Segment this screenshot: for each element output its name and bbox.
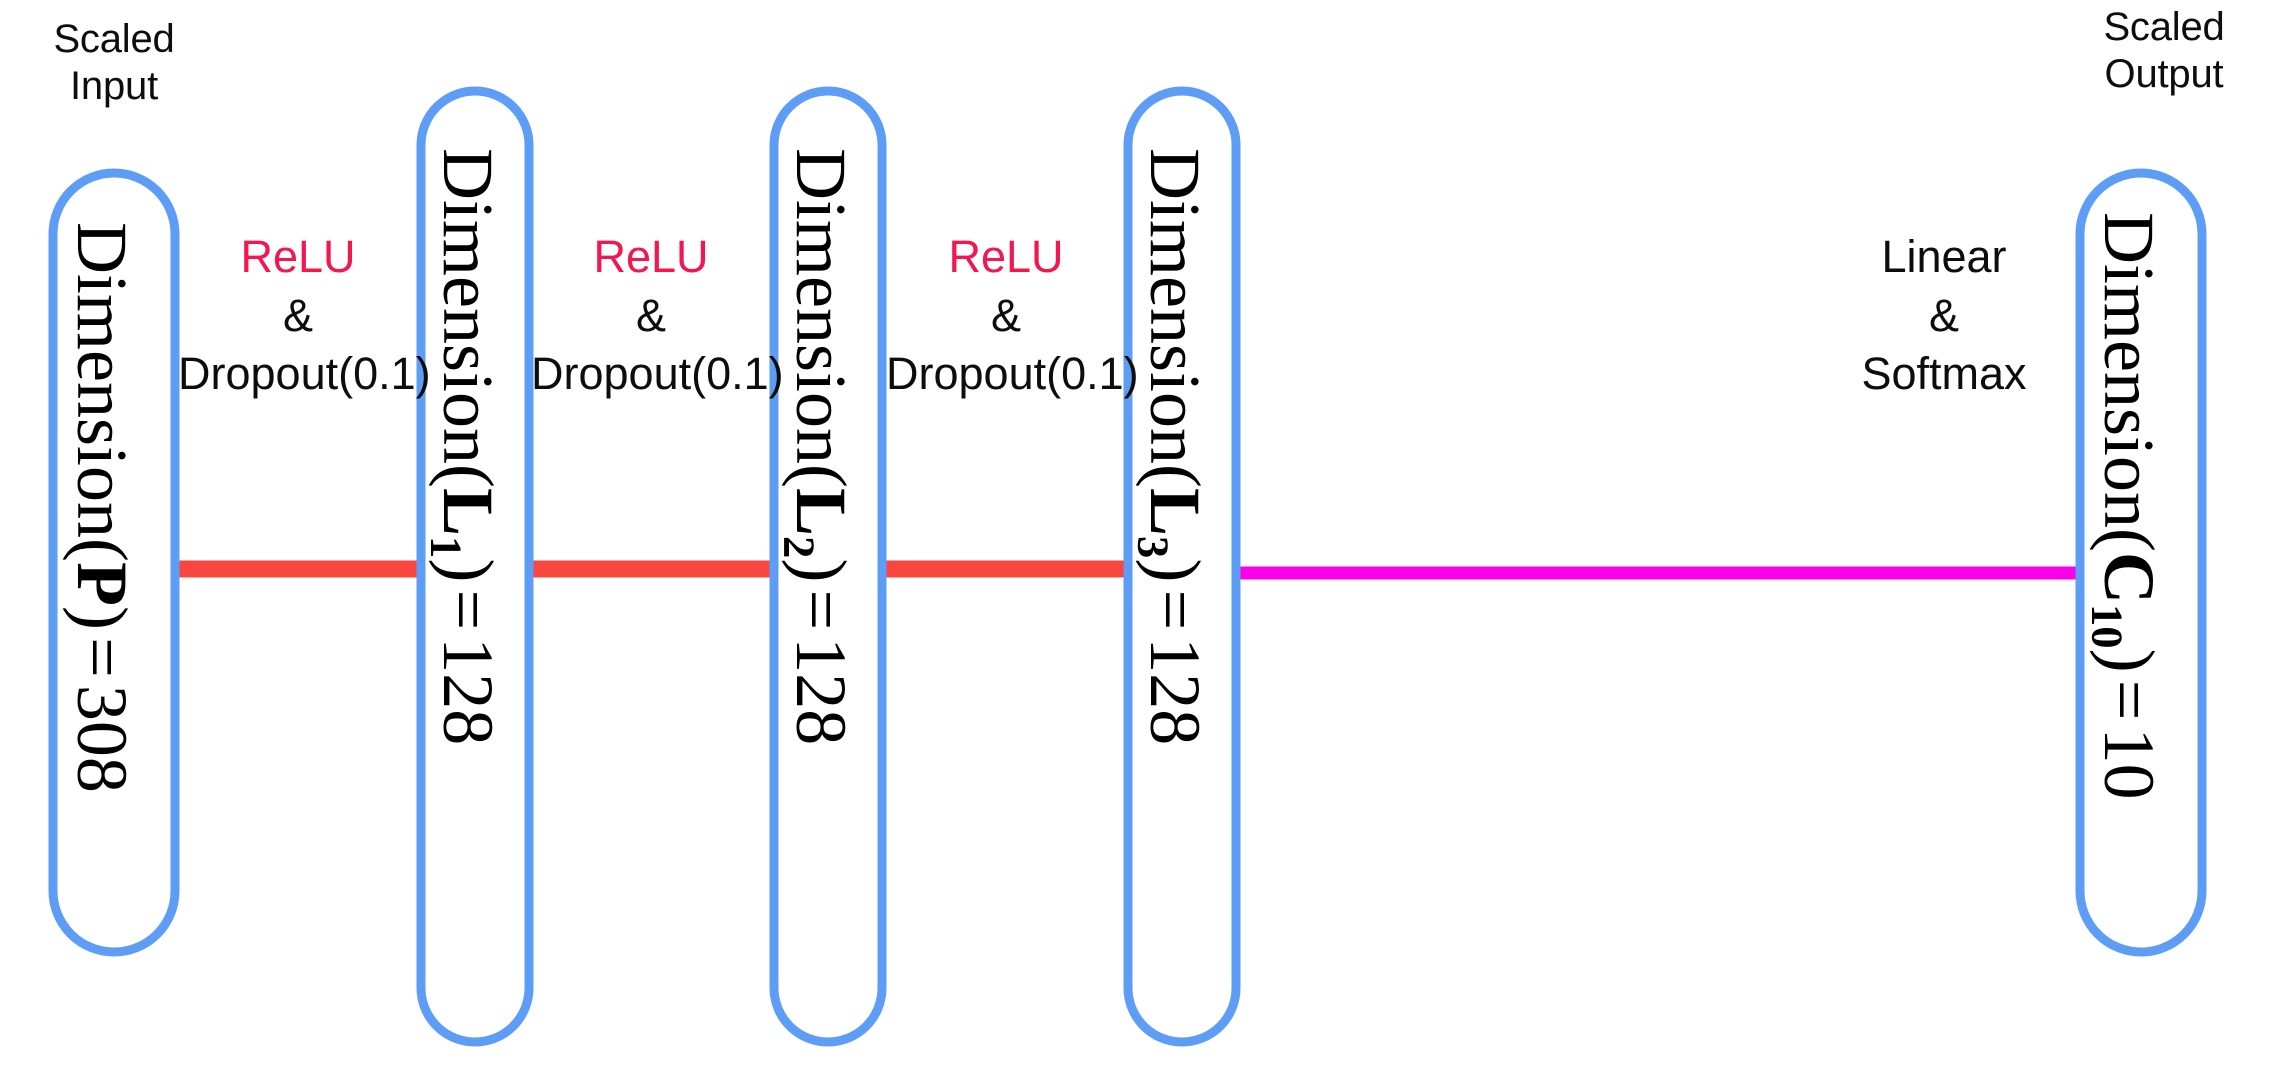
layer-capsule-hidden-1 xyxy=(416,86,534,1047)
layer-capsule-hidden-3 xyxy=(1123,86,1241,1047)
activation-label: ReLU xyxy=(593,231,709,282)
activation-label: ReLU xyxy=(948,231,1064,282)
ampersand-label: & xyxy=(282,289,313,341)
connector-label-4: Linear & Softmax xyxy=(1810,228,2078,404)
regularization-label: Softmax xyxy=(1861,348,2027,399)
regularization-label: Dropout(0.1) xyxy=(178,348,431,399)
ampersand-label: & xyxy=(635,289,666,341)
layer-capsule-input xyxy=(48,168,180,957)
scaled-output-label: Scaled Output xyxy=(2103,5,2225,97)
ampersand-label: & xyxy=(990,289,1021,341)
layer-capsule-output xyxy=(2075,168,2207,957)
scaled-input-label: Scaled Input xyxy=(53,17,175,109)
connector-label-1: ReLU & Dropout(0.1) xyxy=(178,228,431,404)
regularization-label: Dropout(0.1) xyxy=(531,348,784,399)
layer-capsule-hidden-2 xyxy=(769,86,887,1047)
connector-label-3: ReLU & Dropout(0.1) xyxy=(886,228,1139,404)
activation-label: Linear xyxy=(1881,231,2007,282)
regularization-label: Dropout(0.1) xyxy=(886,348,1139,399)
connector-label-2: ReLU & Dropout(0.1) xyxy=(531,228,784,404)
activation-label: ReLU xyxy=(240,231,356,282)
ampersand-label: & xyxy=(1928,289,1959,341)
